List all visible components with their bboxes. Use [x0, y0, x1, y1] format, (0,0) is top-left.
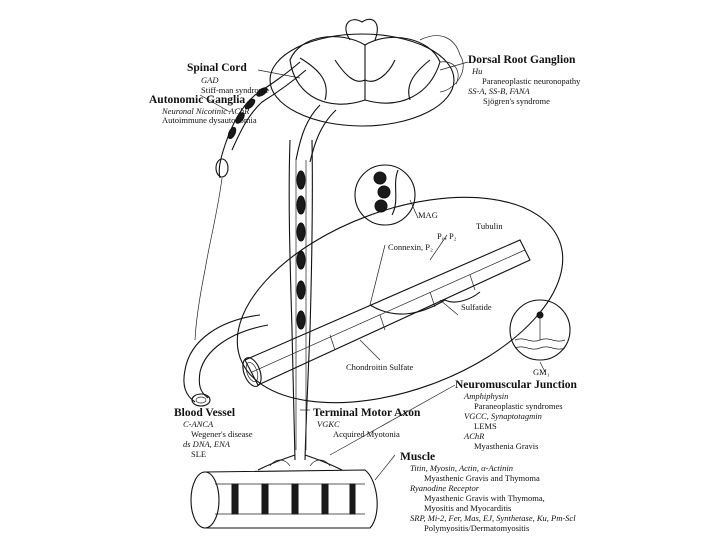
muscle-line-6: Polymyositis/Dermatomyositis [424, 523, 530, 533]
terminal-motor-axon-title: Terminal Motor Axon [313, 407, 421, 419]
gm1-label: GM₁ [533, 367, 550, 377]
spinal-cord-disease: Stiff-man syndrome [201, 85, 270, 95]
drg-disease-2: Sjögren's syndrome [483, 96, 550, 106]
tma-antigen: VGKC [317, 419, 340, 429]
mag-label: MAG [418, 210, 438, 220]
mag-inset-drawing [354, 164, 416, 226]
drg-antigen-hu: Hu [472, 66, 483, 76]
blood-vessel-line-1: Wegener's disease [191, 429, 253, 439]
nerve-trunk-drawing [288, 139, 313, 461]
sulfatide-label: Sulfatide [461, 302, 492, 312]
autonomic-ganglia-disease: Autoimmune dysautonomia [162, 115, 257, 125]
muscle-line-5: SRP, Mi-2, Fer, Mas, EJ, Synthetase, Ku,… [410, 513, 576, 523]
autonomic-ganglia-antigen: Neuronal Nicotinic AChR [162, 106, 250, 116]
nmj-line-4: AChR [464, 431, 485, 441]
blood-vessel-line-0: C-ANCA [183, 419, 214, 429]
nmj-line-5: Myasthenia Gravis [474, 441, 539, 451]
spinal-cord-title: Spinal Cord [187, 62, 247, 74]
chondroitin-sulfate-label: Chondroitin Sulfate [346, 362, 414, 372]
muscle-line-2: Ryanodine Receptor [410, 483, 480, 493]
gm1-inset-drawing [509, 299, 571, 361]
autonomic-ganglia-title: Autonomic Ganglia [149, 94, 246, 106]
nmj-line-2: VGCC, Synaptotagmin [464, 411, 542, 421]
p0-p2-label: P₀, P₂ [437, 231, 457, 241]
muscle-title: Muscle [400, 451, 436, 463]
muscle-drawing [190, 469, 378, 529]
drg-disease-1: Paraneoplastic neuronopathy [482, 76, 581, 86]
nmj-line-0: Amphiphysin [464, 391, 509, 401]
autonomic-ganglia-drawing [194, 61, 307, 341]
muscle-line-3: Myasthenic Gravis with Thymoma, [424, 493, 545, 503]
drg-antigen-2: SS-A, SS-B, FANA [468, 86, 530, 96]
spinal-cord-antigen: GAD [201, 75, 219, 85]
nmj-line-1: Paraneoplastic syndromes [474, 401, 563, 411]
muscle-line-1: Myasthenic Gravis and Thymoma [424, 473, 540, 483]
neuromuscular-junction-drawing [257, 454, 343, 471]
tma-disease: Acquired Myotonia [333, 429, 400, 439]
connexin-label: Connexin, P₂ [388, 242, 433, 252]
myelin-fiber-inset-drawing [236, 196, 564, 404]
blood-vessel-drawing [183, 314, 269, 407]
blood-vessel-title: Blood Vessel [174, 407, 236, 419]
dorsal-root-ganglion-title: Dorsal Root Ganglion [468, 54, 576, 66]
tubulin-label: Tubulin [476, 221, 503, 231]
muscle-line-4: Myositis and Myocarditis [424, 503, 512, 513]
blood-vessel-line-2: ds DNA, ENA [183, 439, 230, 449]
muscle-line-0: Titin, Myosin, Actin, α-Actinin [410, 463, 513, 473]
neuromuscular-junction-title: Neuromuscular Junction [455, 379, 577, 391]
leader-lines [199, 61, 546, 481]
blood-vessel-line-3: SLE [191, 449, 207, 459]
nmj-line-3: LEMS [474, 421, 497, 431]
spinal-cord-drawing [269, 18, 464, 163]
